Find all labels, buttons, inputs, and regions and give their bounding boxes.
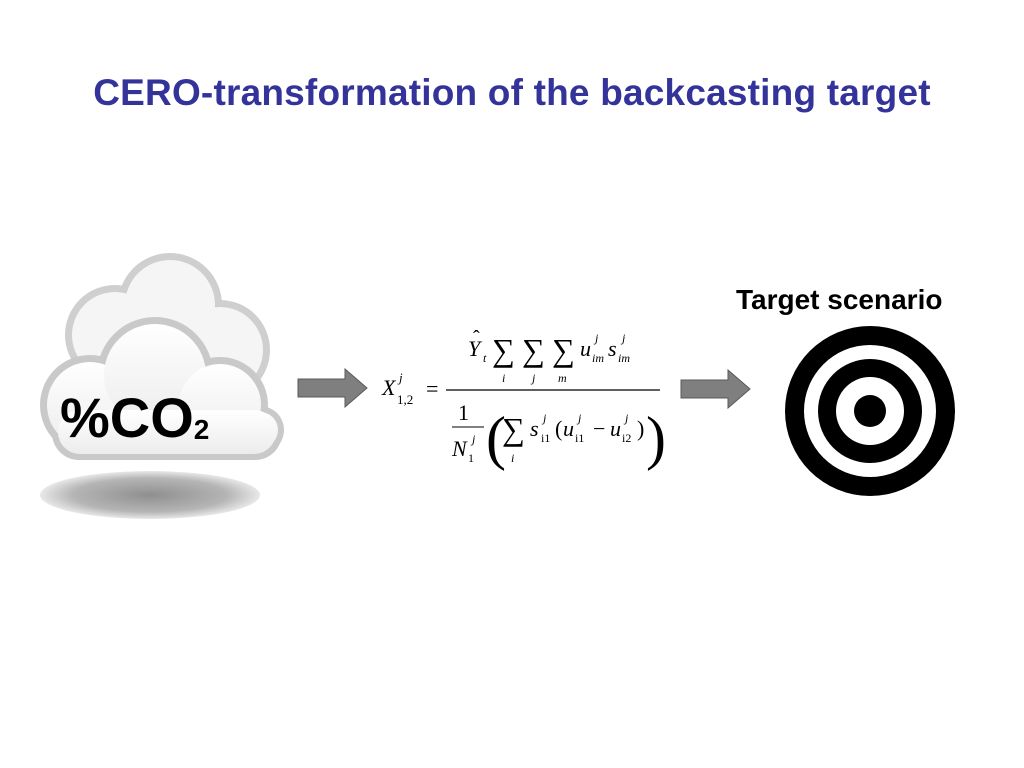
formula-y-subscript: t [483, 351, 487, 365]
formula-lhs-subscript: 1,2 [397, 392, 413, 407]
formula-denominator-n-sub: 1 [468, 451, 474, 465]
cloud-icon [40, 253, 284, 519]
formula-u: u [580, 336, 591, 361]
formula-inner-sum-index: i [511, 451, 514, 465]
formula-inner-sum: ∑ [502, 411, 525, 447]
formula-u-sup: j [593, 331, 599, 345]
formula-inner-u2-sub: i2 [622, 431, 631, 445]
formula-inner-u1: u [563, 416, 574, 441]
formula-inner-u1-sup: j [576, 411, 582, 425]
right-arrow-icon [680, 369, 751, 409]
formula-inner-s-sub: i1 [541, 431, 550, 445]
formula-denominator-n: N [451, 436, 468, 461]
formula-inner-u2: u [610, 416, 621, 441]
co2-label-subscript: 2 [193, 414, 210, 445]
formula-s-sup: j [620, 331, 626, 345]
formula-denominator-one: 1 [458, 400, 469, 425]
formula-u-sub: im [592, 351, 604, 365]
formula-y: Y [468, 336, 483, 361]
formula-lhs-symbol: X [381, 375, 397, 400]
formula-denominator-n-sup: j [470, 432, 476, 446]
formula-inner-u1-sub: i1 [575, 431, 584, 445]
right-arrow-icon [297, 368, 368, 408]
formula-equals: = [426, 376, 438, 401]
formula-small-close-paren: ) [637, 416, 644, 441]
formula-lhs-superscript: j [397, 370, 403, 385]
formula-big-open-paren: ( [486, 405, 506, 471]
formula-big-close-paren: ) [646, 405, 666, 471]
formula-s: s [608, 336, 617, 361]
target-icon [785, 326, 955, 496]
formula-s-sub: im [618, 351, 630, 365]
slide-title: CERO-transformation of the backcasting t… [93, 72, 931, 113]
formula-sum-1: ∑ [492, 332, 515, 368]
formula-sum-index-i: i [502, 371, 505, 385]
formula-sum-3: ∑ [552, 332, 575, 368]
formula-y-hat: ˆ [473, 327, 480, 349]
co2-label-main: %CO [60, 386, 194, 449]
formula-sum-index-j: j [530, 371, 536, 385]
formula-small-open-paren: ( [555, 416, 562, 441]
formula-inner-s: s [530, 416, 539, 441]
formula-sum-index-m: m [558, 371, 567, 385]
formula-inner-s-sup: j [541, 411, 547, 425]
target-scenario-label: Target scenario [736, 284, 943, 315]
formula-sum-2: ∑ [522, 332, 545, 368]
formula-inner-u2-sup: j [623, 411, 629, 425]
co2-label: %CO2 [60, 385, 209, 450]
cero-formula: X j 1,2 = ˆ Y t ∑ ∑ ∑ i j m u j im s j i… [381, 327, 666, 471]
formula-minus: − [593, 416, 605, 441]
